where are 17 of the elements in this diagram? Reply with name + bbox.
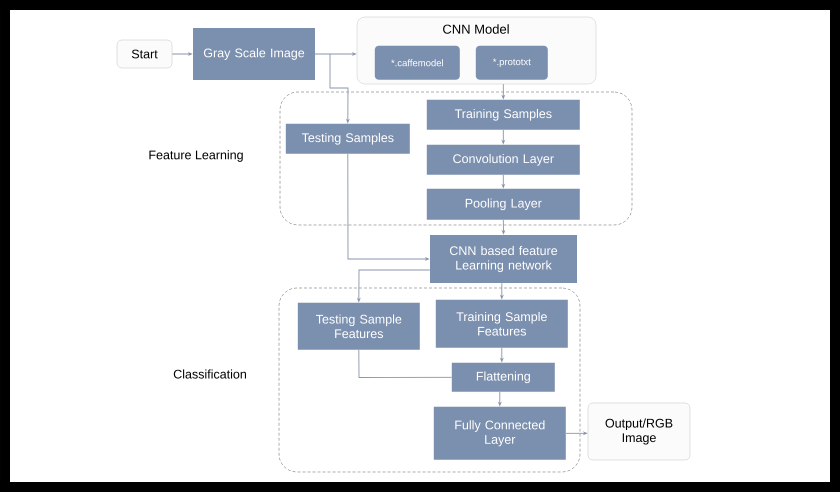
process-box: Testing Sample Features [298, 302, 420, 350]
process-box: Testing Samples [286, 124, 410, 154]
process-box: Flattening [452, 362, 555, 392]
process-box: Pooling Layer [426, 188, 580, 220]
terminal-box: Output/RGB Image [588, 402, 690, 460]
process-box: Training Samples [426, 100, 580, 130]
file-box: *.prototxt [476, 46, 548, 80]
process-box: Convolution Layer [426, 144, 580, 175]
group-heading: CNN Model [443, 24, 509, 34]
group-heading: Classification [174, 369, 246, 379]
terminal-box: Start [116, 40, 172, 68]
process-box: CNN based feature Learning network [430, 235, 577, 283]
process-box: Training Sample Features [436, 300, 568, 348]
group-heading: Feature Learning [149, 150, 243, 162]
process-box: Fully Connected Layer [434, 406, 566, 460]
file-box: *.caffemodel [374, 46, 460, 80]
process-box: Gray Scale Image [193, 28, 315, 80]
